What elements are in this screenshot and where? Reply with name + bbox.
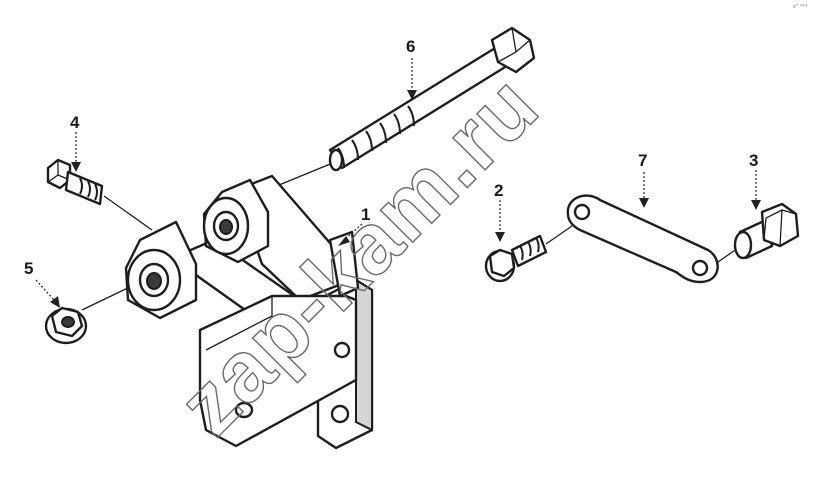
- part-5-nut: [44, 283, 137, 345]
- part-1-bracket: [124, 174, 374, 450]
- svg-text:4: 4: [70, 113, 80, 132]
- svg-text:3: 3: [749, 151, 758, 170]
- part-3-hex-bolt: [733, 202, 800, 260]
- svg-text:2: 2: [494, 181, 503, 200]
- svg-text:1: 1: [361, 205, 370, 224]
- callout-2: 2: [494, 181, 505, 242]
- svg-text:7: 7: [638, 151, 647, 170]
- svg-text:5: 5: [24, 259, 33, 278]
- corner-mark: s'' ***: [793, 4, 808, 10]
- callout-7: 7: [638, 151, 649, 208]
- callout-5: 5: [24, 259, 60, 308]
- callout-1: 1: [338, 205, 370, 246]
- callout-6: 6: [406, 37, 417, 100]
- svg-text:6: 6: [406, 37, 415, 56]
- part-4-bolt: [46, 158, 153, 231]
- part-7-link: [566, 194, 739, 284]
- part-6-long-bolt: [261, 26, 536, 193]
- part-2-flange-bolt: [484, 225, 573, 283]
- callout-4: 4: [70, 113, 81, 172]
- callout-3: 3: [749, 151, 761, 210]
